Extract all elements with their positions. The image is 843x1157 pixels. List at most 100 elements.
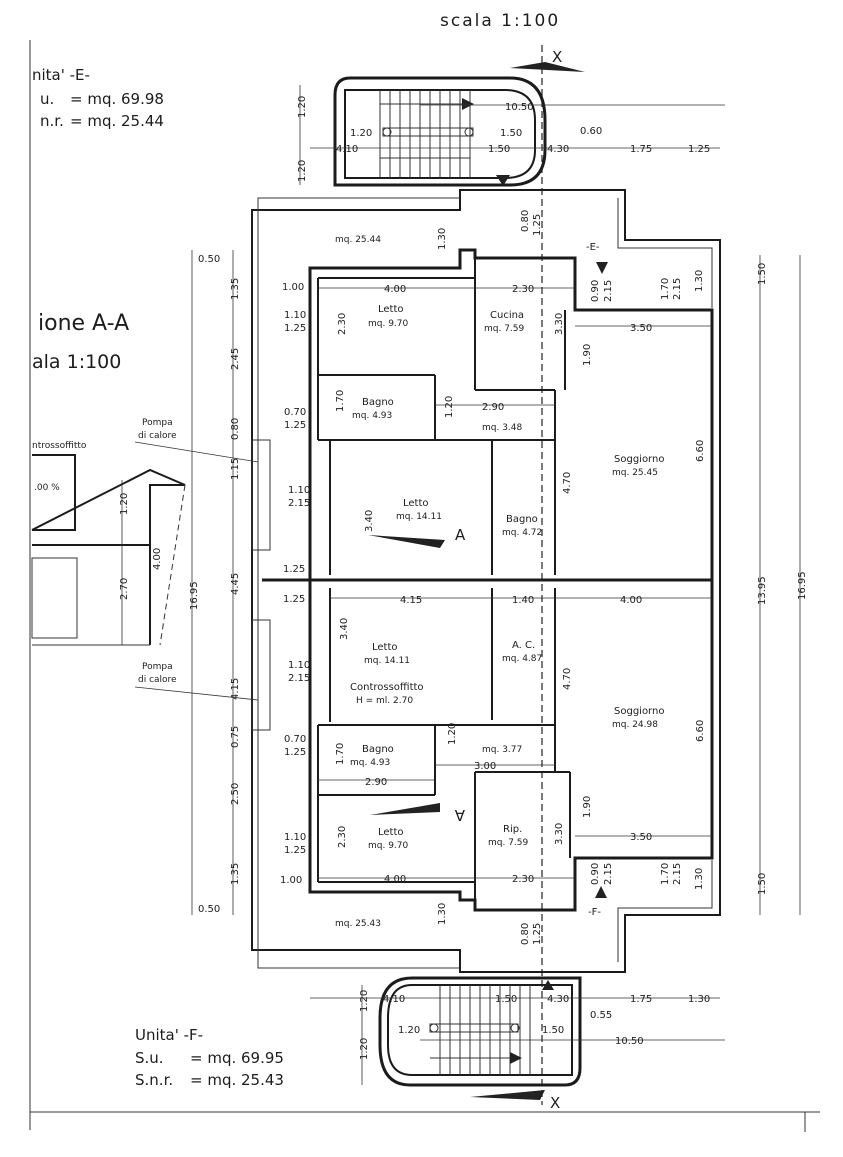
dim-inner-1: 0.80 xyxy=(520,210,531,232)
dim-inner-40: 1.20 xyxy=(447,723,458,745)
dim-inner-23: 2.15 xyxy=(288,498,310,509)
dim-inner-18: 1.25 xyxy=(284,420,306,431)
room-disimpegno-2-area: mq. 3.77 xyxy=(482,745,522,755)
room-bagno-1-area: mq. 4.93 xyxy=(352,411,392,421)
dim-stair-top-4: 1.50 xyxy=(500,128,522,139)
dim-stair-top-9: 1.75 xyxy=(630,144,652,155)
dim-inner-29: 4.15 xyxy=(400,595,422,606)
heat-pump-2-leader xyxy=(134,686,259,701)
dim-left-1: 1.35 xyxy=(230,278,241,300)
room-letto-1-area: mq. 9.70 xyxy=(368,319,409,329)
marker-e-arrow xyxy=(596,262,608,274)
section-title: ione A-A xyxy=(38,311,129,336)
dim-inner-31: 4.00 xyxy=(620,595,642,606)
dim-inner-41: 3.00 xyxy=(474,761,496,772)
building-walls xyxy=(251,189,721,973)
dim-stair-bottom-4: 1.30 xyxy=(688,994,710,1005)
dim-inner-21: 2.90 xyxy=(482,402,504,413)
dim-inner-56: 1.30 xyxy=(694,868,705,890)
axis-label-x-top: X xyxy=(552,48,562,66)
dim-stair-bottom-7: 1.50 xyxy=(542,1025,564,1036)
section-arrow-a-bottom xyxy=(370,803,440,815)
room-letto-2-name: Letto xyxy=(403,498,429,509)
dim-inner-55: 2.15 xyxy=(672,863,683,885)
dim-inner-52: 0.90 xyxy=(590,863,601,885)
dim-inner-24: 3.40 xyxy=(364,510,375,532)
dim-inner-42: 2.90 xyxy=(365,777,387,788)
dim-left-8: 2.50 xyxy=(230,783,241,805)
dim-inner-25: 4.70 xyxy=(562,472,573,494)
dim-inner-45: 1.25 xyxy=(284,845,306,856)
unit-f-title: Unita' -F- xyxy=(135,1026,203,1044)
dim-inner-27: 1.25 xyxy=(283,564,305,575)
dim-right-3: 16.95 xyxy=(797,571,808,600)
dim-inner-32: 3.40 xyxy=(339,618,350,640)
dim-right-1: 13.95 xyxy=(757,576,768,605)
dim-stair-top-5: 0.60 xyxy=(580,126,602,137)
room-bagno-3-area: mq. 4.93 xyxy=(350,758,390,768)
room-cucina-name: Cucina xyxy=(490,310,524,321)
dim-stair-top-10: 1.25 xyxy=(688,144,710,155)
heat-pump-1-leader xyxy=(134,441,259,463)
room-ac-name: A. C. xyxy=(512,640,535,651)
section-dim-a: 1.20 xyxy=(119,493,130,515)
section-label-a-top: A xyxy=(455,526,466,544)
room-disimpegno-1-area: mq. 3.48 xyxy=(482,423,523,433)
dim-inner-11: 2.15 xyxy=(603,280,614,302)
dim-inner-16: 1.90 xyxy=(582,344,593,366)
dim-stair-bottom-2: 4.30 xyxy=(547,994,569,1005)
dim-inner-10: 0.90 xyxy=(590,280,601,302)
room-letto-3-area: mq. 14.11 xyxy=(364,656,410,666)
dim-inner-12: 1.70 xyxy=(660,278,671,300)
dim-left-0: 0.50 xyxy=(198,254,220,265)
dim-inner-15: 3.50 xyxy=(630,323,652,334)
stair-top-arrow xyxy=(496,175,510,186)
dim-inner-35: 4.70 xyxy=(562,668,573,690)
scale-title: scala 1:100 xyxy=(440,11,560,31)
dim-inner-26: 6.60 xyxy=(695,440,706,462)
room-soggiorno-1-name: Soggiorno xyxy=(614,454,664,465)
stair-bottom xyxy=(378,976,582,1087)
dim-inner-3: 4.00 xyxy=(384,284,406,295)
dim-stair-bottom-1: 1.50 xyxy=(495,994,517,1005)
room-labels: Letto mq. 9.70 Cucina mq. 7.59 Bagno mq.… xyxy=(335,235,664,929)
dim-stair-bottom-9: 1.20 xyxy=(359,990,370,1012)
dim-inner-50: 4.00 xyxy=(384,874,406,885)
room-ac-area: mq. 4.87 xyxy=(502,654,542,664)
dim-stair-top-6: 4.10 xyxy=(336,144,358,155)
axis-label-x-bottom: X xyxy=(550,1094,560,1112)
heat-pump-2-line2: di calore xyxy=(138,675,177,685)
room-soggiorno-1-area: mq. 25.45 xyxy=(612,468,658,478)
dim-inner-44: 1.10 xyxy=(284,832,306,843)
dim-inner-28: 1.25 xyxy=(283,594,305,605)
terrace-bottom-area: mq. 25.43 xyxy=(335,919,381,929)
unit-f-snr-label: S.n.r. xyxy=(135,1071,173,1089)
dim-inner-57: 1.30 xyxy=(437,903,448,925)
stair-bottom-arrow xyxy=(542,980,554,990)
dim-left-2: 2.45 xyxy=(230,348,241,370)
unit-f-su-value: = mq. 69.95 xyxy=(190,1049,284,1067)
dim-inner-6: 1.10 xyxy=(284,310,306,321)
dim-inner-30: 1.40 xyxy=(512,595,534,606)
dim-stair-bottom-10: 1.20 xyxy=(359,1038,370,1060)
dim-inner-43: 1.90 xyxy=(582,796,593,818)
dim-stair-top-8: 4.30 xyxy=(547,144,569,155)
section-label-a-bottom: A xyxy=(454,806,465,824)
unit-f-snr-value: = mq. 25.43 xyxy=(190,1071,284,1089)
axis-arrow-top xyxy=(510,62,585,72)
dim-inner-9: 3.30 xyxy=(554,313,565,335)
dim-left-11: 16.95 xyxy=(189,581,200,610)
dim-inner-0: 1.30 xyxy=(437,228,448,250)
room-bagno-1-name: Bagno xyxy=(362,397,394,408)
dim-inner-22: 1.10 xyxy=(288,485,310,496)
dim-inner-33: 1.10 xyxy=(288,660,310,671)
section-scale: ala 1:100 xyxy=(32,351,121,373)
room-rip-area: mq. 7.59 xyxy=(488,838,529,848)
section-drawing xyxy=(31,454,186,646)
dim-inner-47: 3.30 xyxy=(554,823,565,845)
room-letto-4-name: Letto xyxy=(378,827,404,838)
dim-inner-7: 1.25 xyxy=(284,323,306,334)
dim-inner-5: 1.00 xyxy=(282,282,304,293)
room-rip-name: Rip. xyxy=(503,824,522,835)
room-soggiorno-2-area: mq. 24.98 xyxy=(612,720,658,730)
